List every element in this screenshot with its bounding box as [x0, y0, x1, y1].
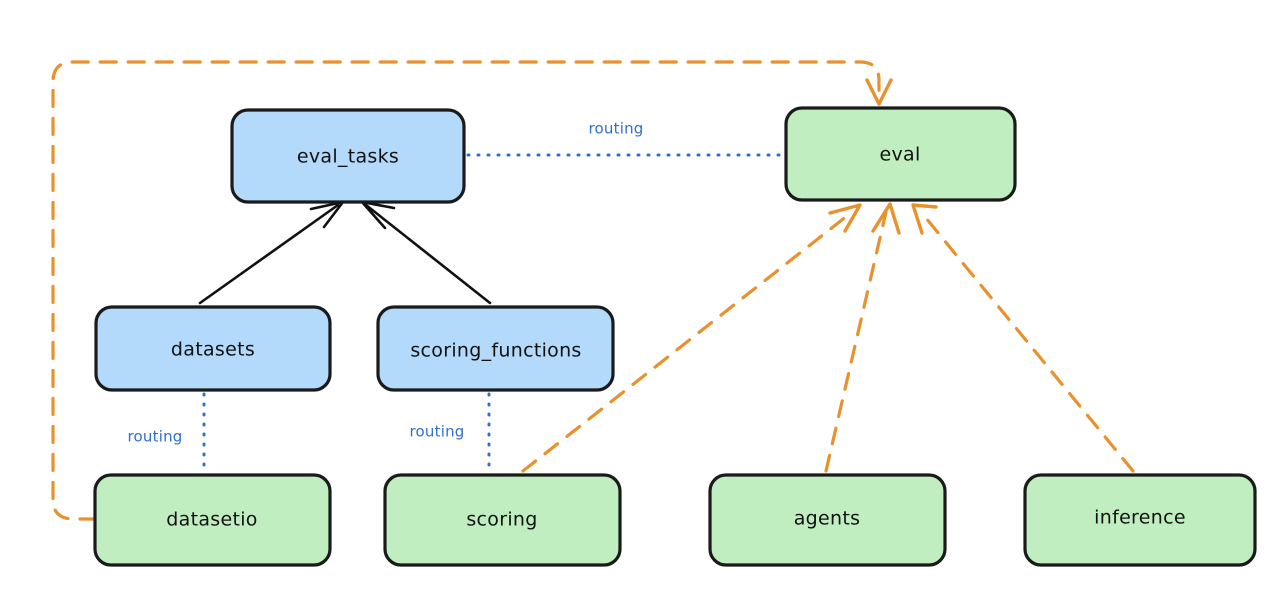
node-eval-tasks-shape[interactable]	[230, 108, 466, 204]
node-eval-tasks-label: eval_tasks	[297, 146, 399, 168]
node-scoring-functions[interactable]: scoring_functions	[376, 305, 615, 392]
edge-datasets-to-eval-tasks	[198, 200, 345, 305]
node-eval[interactable]: eval	[784, 106, 1017, 202]
edge-eval-tasks-to-eval: routing	[466, 120, 784, 157]
node-datasets[interactable]: datasets	[94, 305, 332, 392]
edge-label-routing-eval-tasks: routing	[589, 120, 644, 138]
node-eval-tasks[interactable]: eval_tasks	[230, 108, 466, 204]
node-scoring-shape[interactable]	[383, 473, 622, 567]
edge-datasetio-to-eval	[51, 60, 893, 521]
node-datasetio-label: datasetio	[166, 509, 257, 531]
edge-path-scoring-functions-eval-tasks	[364, 203, 492, 305]
node-inference[interactable]: inference	[1023, 473, 1257, 567]
edge-path-inference-eval	[919, 210, 1135, 473]
arrowhead-inference-eval	[911, 203, 938, 235]
edge-scoring-to-eval	[521, 203, 862, 473]
node-scoring-functions-shape[interactable]	[376, 305, 615, 392]
node-eval-label: eval	[879, 144, 920, 166]
node-datasets-shape[interactable]	[94, 305, 332, 392]
edge-label-routing-datasets: routing	[128, 428, 183, 446]
node-scoring-label: scoring	[466, 509, 537, 531]
node-agents-shape[interactable]	[708, 473, 947, 567]
arrowhead-datasetio-eval	[865, 78, 893, 106]
node-datasetio[interactable]: datasetio	[93, 473, 332, 567]
edge-path-agents-eval	[824, 210, 888, 473]
node-eval-shape[interactable]	[784, 106, 1017, 202]
edge-agents-to-eval	[824, 202, 901, 473]
node-agents-label: agents	[794, 508, 861, 530]
node-agents[interactable]: agents	[708, 473, 947, 567]
node-datasets-label: datasets	[171, 339, 255, 361]
edge-label-routing-scoring-functions: routing	[410, 423, 465, 441]
node-datasetio-shape[interactable]	[93, 473, 332, 567]
edge-path-datasetio-eval	[51, 60, 881, 521]
node-scoring[interactable]: scoring	[383, 473, 622, 567]
edge-path-datasets-eval-tasks	[198, 203, 340, 305]
edge-datasets-to-datasetio: routing	[128, 392, 206, 473]
node-inference-label: inference	[1094, 507, 1186, 529]
edge-path-scoring-eval	[521, 210, 854, 473]
edge-scoring-functions-to-scoring: routing	[410, 392, 491, 473]
edge-scoring-functions-to-eval-tasks	[360, 200, 492, 305]
node-scoring-functions-label: scoring_functions	[410, 340, 581, 362]
edge-inference-to-eval	[911, 203, 1135, 473]
arrowhead-scoring-eval	[828, 203, 862, 233]
node-inference-shape[interactable]	[1023, 473, 1257, 567]
arrowhead-agents-eval	[871, 202, 901, 235]
